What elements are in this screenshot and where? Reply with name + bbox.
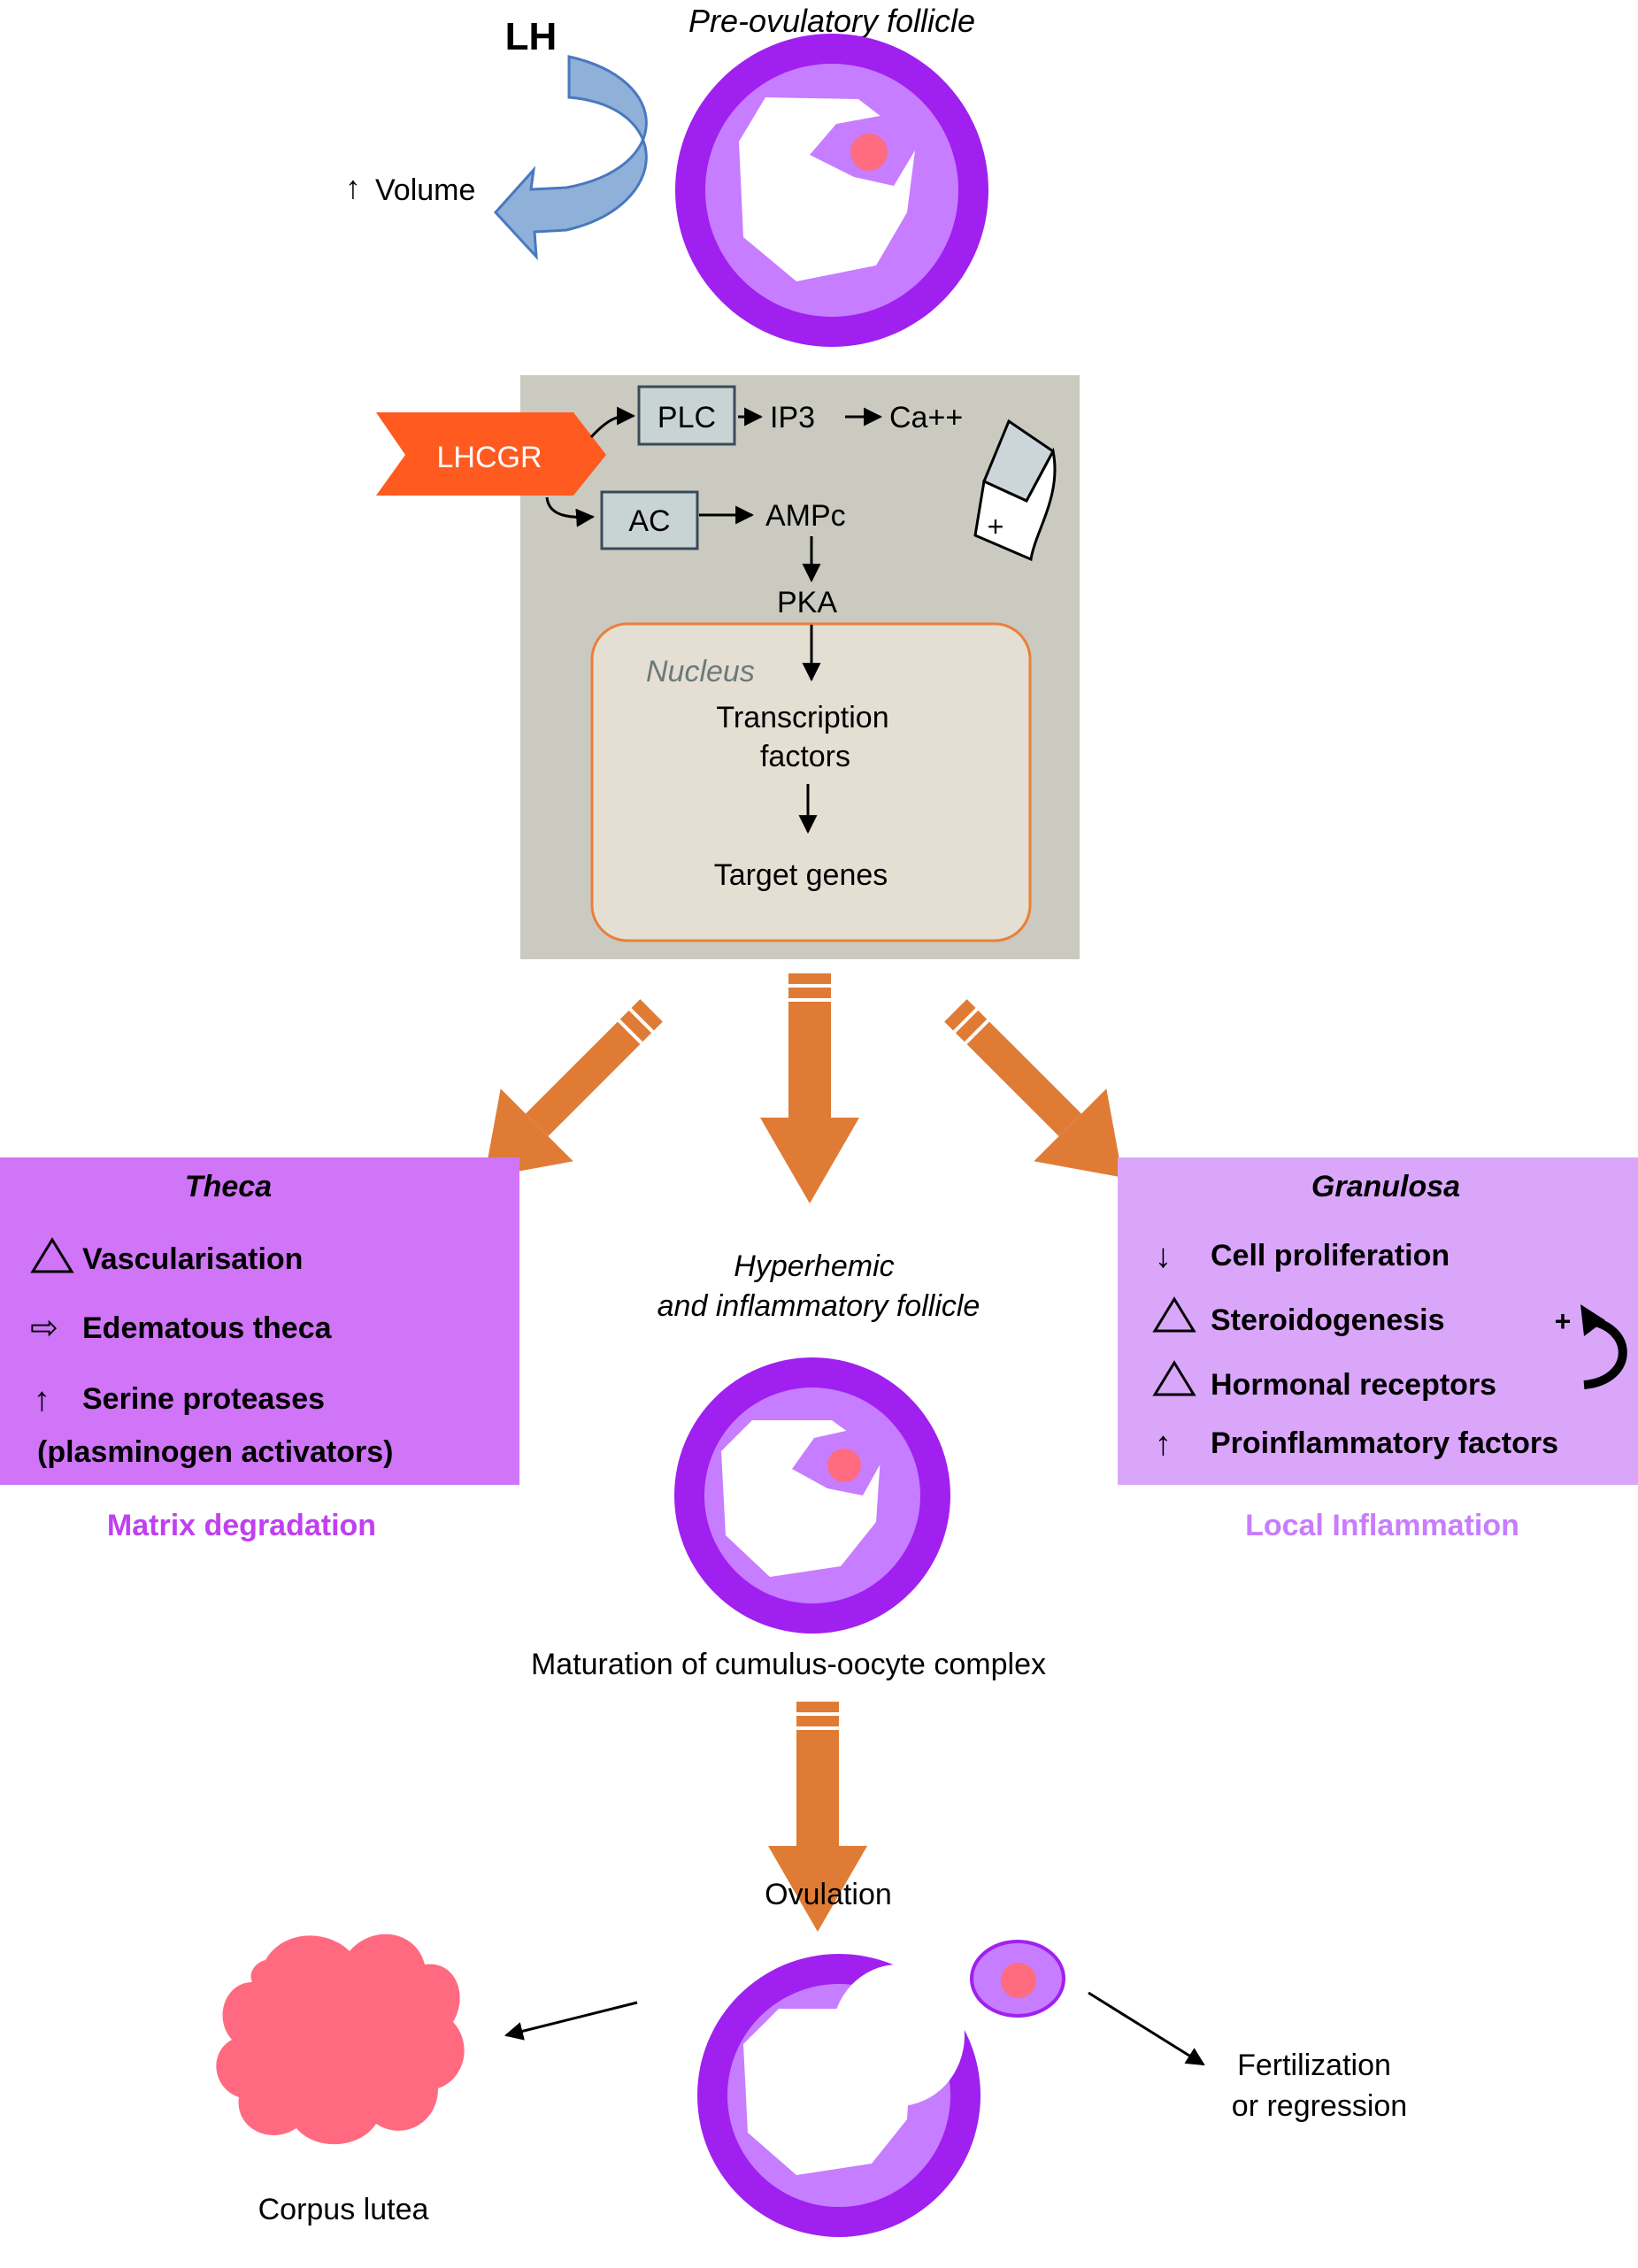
theca-item-plasminogen: (plasminogen activators)	[37, 1435, 393, 1469]
ip3-label: IP3	[770, 401, 815, 434]
theca-item-vascularisation: Vascularisation	[82, 1242, 303, 1276]
theca-panel	[0, 1157, 519, 1485]
theca-item-serine: Serine proteases	[82, 1382, 325, 1416]
pre-ovulatory-follicle	[675, 34, 988, 347]
arrow-to-corpus	[504, 2001, 638, 2041]
released-oocyte	[970, 1940, 1065, 2018]
feedback-loop-icon	[1580, 1304, 1627, 1389]
oocyte	[827, 1449, 861, 1482]
lh-label: LH	[505, 15, 558, 58]
corpus-lutea-shape	[216, 1934, 465, 2145]
granulosa-plus: +	[1555, 1305, 1572, 1337]
down-arrow-icon: ↓	[1155, 1238, 1172, 1275]
arrow-to-fertilization	[1088, 1991, 1205, 2066]
plc-box	[637, 385, 736, 446]
up-arrow-icon: ↑	[345, 169, 361, 205]
lhcgr-label: LHCGR	[436, 441, 542, 474]
nucleus-label: Nucleus	[646, 655, 755, 688]
theca-item-edematous: Edematous theca	[82, 1311, 333, 1345]
target-genes-label: Target genes	[714, 858, 888, 892]
tf-line2: factors	[760, 740, 850, 773]
corpus-lutea-label: Corpus lutea	[258, 2193, 429, 2226]
plus-sign: +	[988, 511, 1004, 542]
orange-arrow-down	[768, 1702, 867, 1932]
ovulated-follicle	[697, 1954, 980, 2237]
matrix-degradation-label: Matrix degradation	[107, 1509, 376, 1542]
nucleus-box	[590, 622, 1032, 942]
fertilization-line1: Fertilization	[1237, 2049, 1391, 2082]
theca-title: Theca	[185, 1170, 272, 1203]
up-arrow-icon: ↑	[1155, 1426, 1172, 1463]
orange-arrow-center	[760, 973, 859, 1203]
orange-arrow-right	[944, 999, 1123, 1178]
hyperhemic-follicle	[674, 1357, 950, 1634]
granulosa-item-proliferation: Cell proliferation	[1211, 1239, 1450, 1272]
hyperhemic-line1: Hyperhemic	[734, 1249, 894, 1283]
pka-label: PKA	[777, 586, 837, 619]
maturation-label: Maturation of cumulus-oocyte complex	[531, 1648, 1046, 1681]
lhcgr-receptor	[376, 412, 606, 496]
arrow-to-plc	[589, 406, 636, 439]
tf-line1: Transcription	[716, 701, 888, 734]
pre-ovulatory-title: Pre-ovulatory follicle	[688, 3, 975, 39]
lh-curved-arrow	[493, 55, 648, 261]
local-inflammation-label: Local Inflammation	[1245, 1509, 1519, 1542]
granulosa-title: Granulosa	[1311, 1170, 1460, 1203]
oocyte	[850, 134, 888, 171]
ca-feedback-icon	[973, 419, 1057, 562]
granulosa-item-steroidogenesis: Steroidogenesis	[1211, 1303, 1445, 1337]
granulosa-item-proinflammatory: Proinflammatory factors	[1211, 1426, 1558, 1460]
volume-label: Volume	[375, 173, 475, 207]
delta-icon	[30, 1237, 74, 1273]
delta-icon	[1152, 1296, 1196, 1333]
ac-box	[600, 490, 699, 550]
up-arrow-icon: ↑	[34, 1381, 50, 1418]
plc-label: PLC	[658, 401, 716, 434]
fertilization-line2: or regression	[1232, 2089, 1407, 2123]
granulosa-panel	[1118, 1157, 1638, 1485]
ovulation-label: Ovulation	[765, 1878, 892, 1911]
ca-label: Ca++	[889, 401, 963, 434]
hollow-arrow-icon: ⇨	[30, 1310, 58, 1347]
orange-arrow-left	[484, 999, 663, 1178]
ampc-label: AMPc	[765, 499, 846, 533]
hyperhemic-line2: and inflammatory follicle	[658, 1289, 980, 1323]
ac-label: AC	[628, 504, 670, 538]
granulosa-item-receptors: Hormonal receptors	[1211, 1368, 1496, 1402]
arrow-to-ac	[545, 496, 596, 527]
delta-icon	[1152, 1360, 1196, 1396]
